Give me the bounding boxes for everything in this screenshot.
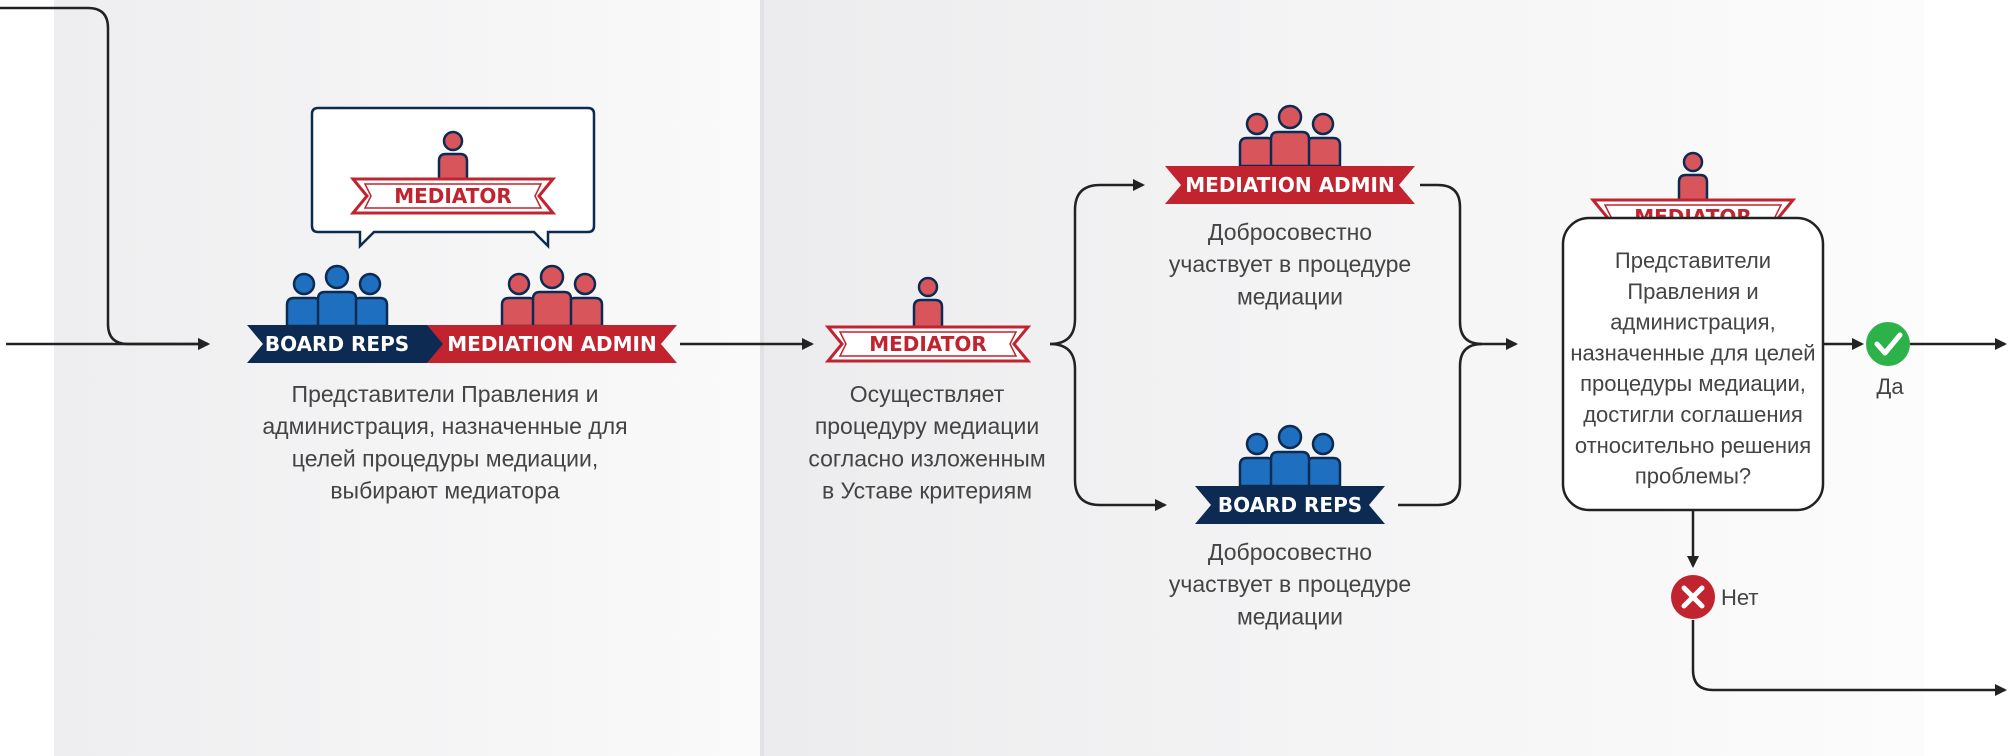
banner-label: BOARD REPS: [265, 332, 409, 356]
figures-layer: [285, 104, 1709, 488]
person-figure: [1269, 424, 1311, 488]
text-line: медиации: [1237, 603, 1343, 629]
person-figure: [912, 276, 944, 330]
text-line: проблемы?: [1635, 464, 1751, 489]
connector-branch-board: [1049, 342, 1167, 511]
mediator-person-icon: [437, 130, 469, 184]
connector-merge-board: [1398, 342, 1483, 507]
text-line: процедуру медиации: [815, 413, 1039, 439]
text-line: выбирают медиатора: [330, 478, 560, 504]
text-line: медиации: [1237, 283, 1343, 309]
text-line: в Уставе критериям: [822, 478, 1032, 504]
text-line: процедуры медиации,: [1580, 371, 1806, 396]
text-line: Представители: [1615, 248, 1771, 273]
person-figure: [1238, 432, 1276, 488]
outcome-no-label: Нет: [1721, 585, 1758, 610]
person-figure: [1238, 112, 1276, 168]
person-figure: [1304, 112, 1342, 168]
banner-label: MEDIATOR: [869, 332, 987, 356]
person-figure: [351, 272, 389, 328]
desc-select-mediator: Представители Правления и администрация, …: [262, 381, 627, 504]
banner-label: MEDIATION ADMIN: [447, 332, 656, 356]
connector-no-exit: [1691, 620, 2007, 696]
decision-box: [1561, 216, 1825, 512]
desc-board-participates: Добросовестно участвует в процедуре медиац…: [1169, 539, 1411, 629]
person-figure: [437, 130, 469, 184]
text-line: Добросовестно: [1208, 539, 1372, 565]
mediation-admin-group-icon: [500, 264, 604, 328]
board-reps-banner: BOARD REPS: [1195, 486, 1385, 524]
person-figure: [1677, 151, 1709, 205]
text-line: Добросовестно: [1208, 219, 1372, 245]
board-reps-group-icon: [285, 264, 389, 328]
connector-merge-admin: [1420, 183, 1483, 346]
desc-admin-participates: Добросовестно участвует в процедуре медиац…: [1169, 219, 1411, 309]
board-reps-banner: BOARD REPS: [247, 325, 443, 363]
connector-branch-admin: [1049, 179, 1145, 346]
text-line: Правления и: [1627, 279, 1758, 304]
text-line: назначенные для целей: [1570, 340, 1815, 365]
text-line: Осуществляет: [850, 381, 1005, 407]
text-line: достигли соглашения: [1583, 402, 1803, 427]
mediation-admin-group-icon: [1238, 104, 1342, 168]
text-line: участвует в процедуре: [1169, 251, 1411, 277]
person-figure: [316, 264, 358, 328]
text-line: администрация, назначенные для: [262, 413, 627, 439]
connectors: [0, 6, 2007, 696]
mediation-admin-banner: MEDIATION ADMIN: [411, 325, 677, 363]
banner-label: MEDIATION ADMIN: [1185, 173, 1394, 197]
person-figure: [531, 264, 573, 328]
text-line: относительно решения: [1575, 433, 1811, 458]
banner-label: MEDIATOR: [394, 184, 512, 208]
no-x-icon: [1671, 575, 1715, 619]
mediator-banner: MEDIATOR: [824, 325, 1032, 363]
mediator-banner: MEDIATOR: [349, 177, 557, 215]
banner-label: BOARD REPS: [1218, 493, 1362, 517]
mediation-admin-banner: MEDIATION ADMIN: [1165, 166, 1415, 204]
yes-check-icon: [1866, 322, 1910, 366]
text-line: администрация,: [1610, 310, 1775, 335]
text-line: Представители Правления и: [292, 381, 599, 407]
mediator-person-icon: [1677, 151, 1709, 205]
text-line: целей процедуры медиации,: [292, 445, 598, 471]
mediator-person-icon: [912, 276, 944, 330]
desc-mediator-conducts: Осуществляет процедуру медиации согласно и…: [808, 381, 1045, 504]
text-line: согласно изложенным: [808, 445, 1045, 471]
person-figure: [1269, 104, 1311, 168]
phase-divider: [760, 0, 764, 756]
text-line: участвует в процедуре: [1169, 571, 1411, 597]
board-reps-group-icon: [1238, 424, 1342, 488]
outcome-yes-label: Да: [1876, 374, 1904, 399]
